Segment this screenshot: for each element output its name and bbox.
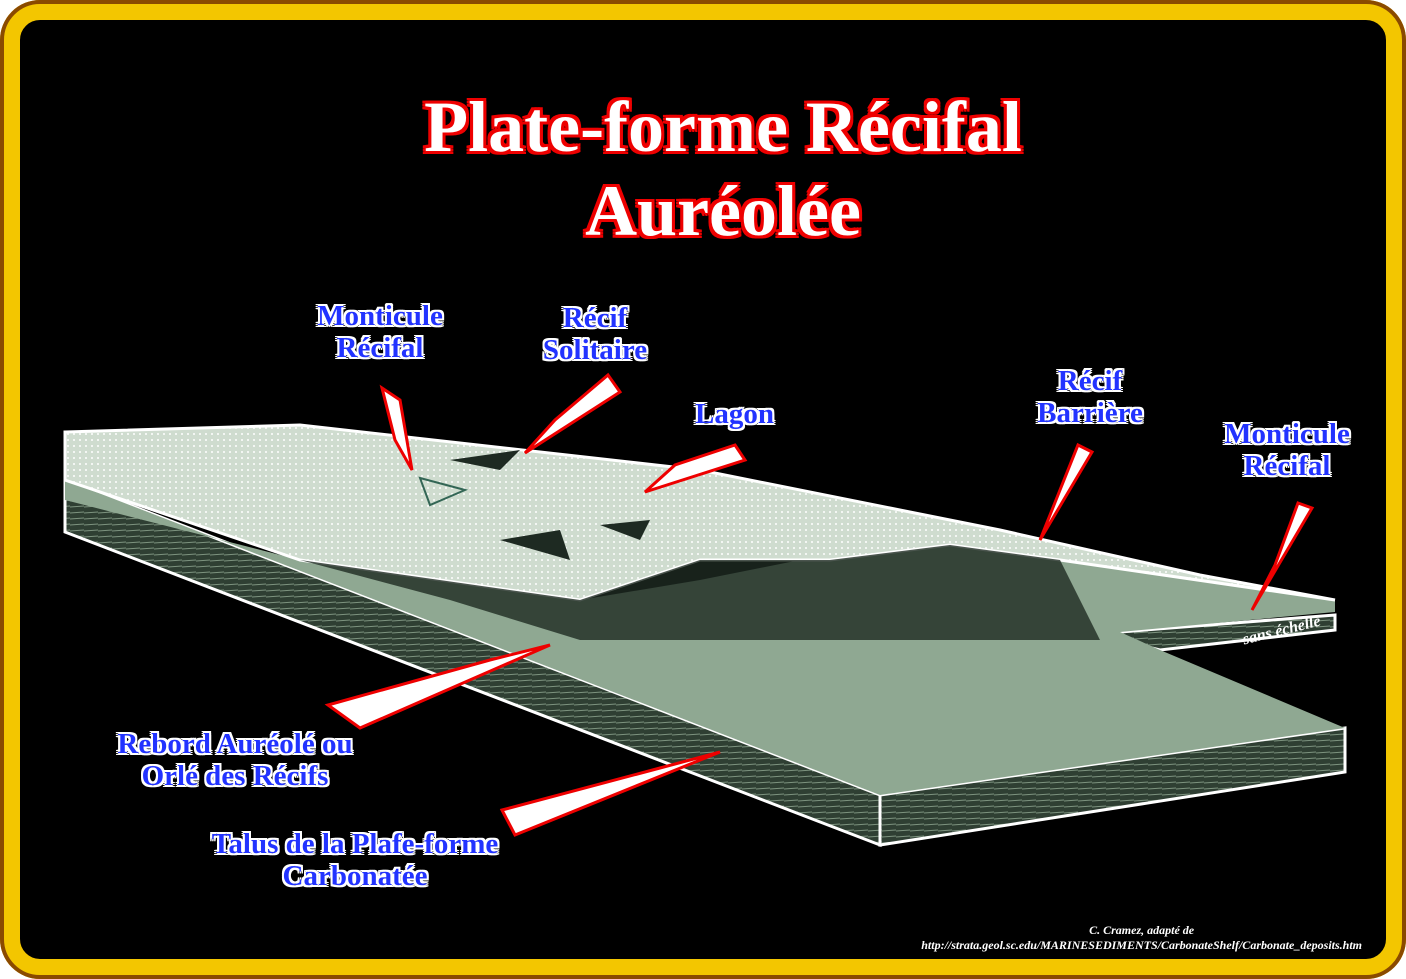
reef-patch: [500, 530, 570, 560]
arrow-recif-barriere: [1038, 442, 1095, 541]
label-monticule-recifal-2: Monticule Récifal: [1224, 418, 1350, 482]
arrow-talus: [499, 750, 721, 837]
label-talus: Talus de la Plafe-forme Carbonatée: [211, 828, 499, 892]
label-rebord-aureole: Rebord Auréolé ou Orlé des Récifs: [117, 728, 353, 792]
label-recif-solitaire: Récif Solitaire: [542, 302, 648, 366]
credit: C. Cramez, adapté de http://strata.geol.…: [921, 923, 1362, 953]
title-line2: Auréolée: [585, 171, 861, 251]
reef-rim: [300, 545, 1100, 640]
title-line1: Plate-forme Récifal: [424, 87, 1022, 167]
arrow-recif-solitaire: [523, 372, 623, 455]
label-recif-barriere: Récif Barrière: [1037, 365, 1143, 429]
arrow-monticule2: [1250, 501, 1315, 611]
label-monticule-recifal-1: Monticule Récifal: [317, 300, 443, 364]
reef-patch: [450, 450, 520, 470]
arrow-lagon: [643, 443, 748, 494]
monticule-outline: [418, 476, 469, 507]
credit-author: C. Cramez, adapté de: [1089, 923, 1195, 937]
arrows: [324, 372, 1315, 837]
arrow-rebord: [324, 643, 551, 730]
reef-patch: [600, 520, 650, 540]
credit-source-url: http://strata.geol.sc.edu/MARINESEDIMENT…: [921, 938, 1362, 952]
arrow-monticule1: [379, 384, 414, 471]
label-lagon: Lagon: [695, 398, 774, 430]
